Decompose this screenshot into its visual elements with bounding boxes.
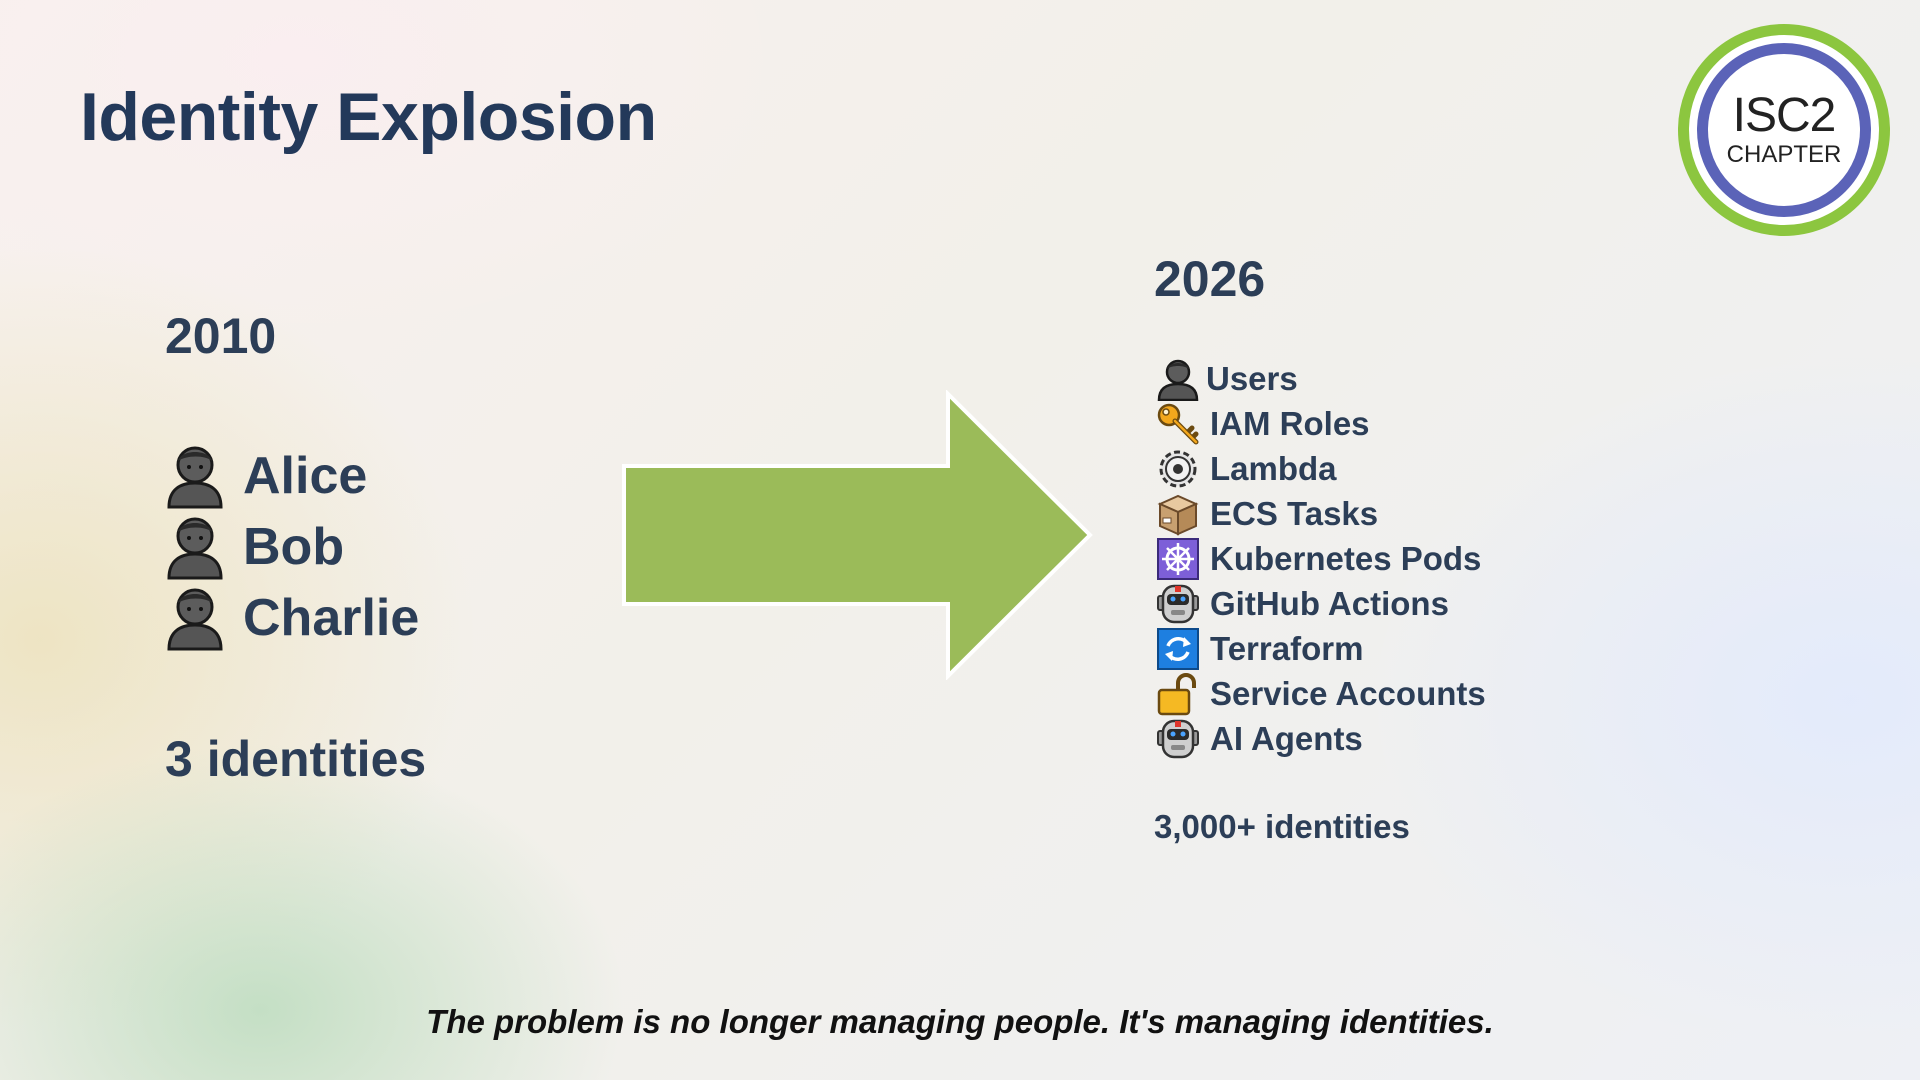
key-icon — [1157, 403, 1199, 444]
logo-top-text: ISC2 — [1732, 88, 1837, 142]
item-label-ecs-tasks: ECS Tasks — [1210, 494, 1379, 532]
person-icon — [167, 446, 223, 508]
item-label-ai-agents: AI Agents — [1210, 719, 1363, 757]
list-item: Lambda — [1156, 446, 1486, 491]
item-label-lambda: Lambda — [1210, 449, 1337, 487]
item-label-users: Users — [1206, 359, 1298, 397]
list-item: Users — [1156, 356, 1486, 401]
person-item: Bob — [165, 511, 419, 582]
isc2-chapter-logo: ISC2 CHAPTER — [1678, 24, 1890, 236]
identity-count-2026: 3,000+ identities — [1154, 808, 1410, 845]
right-arrow — [622, 390, 1093, 680]
identity-count-2010: 3 identities — [165, 731, 427, 787]
identity-type-list: Users IAM Roles Lambda ECS Tasks — [1156, 356, 1486, 761]
list-item: AI Agents — [1156, 716, 1486, 761]
refresh-icon — [1157, 627, 1199, 670]
robot-icon — [1157, 719, 1199, 758]
robot-icon — [1157, 584, 1199, 623]
person-name-charlie: Charlie — [243, 588, 420, 647]
item-label-kubernetes-pods: Kubernetes Pods — [1210, 539, 1482, 577]
logo-bottom-text: CHAPTER — [1726, 140, 1842, 168]
slide-footer-quote: The problem is no longer managing people… — [426, 1003, 1494, 1040]
package-icon — [1157, 494, 1199, 536]
logo-ring: ISC2 CHAPTER — [1697, 43, 1871, 217]
lock-icon — [1157, 672, 1196, 715]
list-item: Kubernetes Pods — [1156, 536, 1486, 581]
item-label-terraform: Terraform — [1210, 629, 1364, 667]
list-item: Service Accounts — [1156, 671, 1486, 716]
item-label-iam-roles: IAM Roles — [1210, 404, 1370, 442]
person-name-alice: Alice — [243, 446, 368, 505]
list-item: GitHub Actions — [1156, 581, 1486, 626]
item-label-service-accounts: Service Accounts — [1210, 674, 1486, 712]
person-name-bob: Bob — [243, 517, 345, 576]
list-item: Terraform — [1156, 626, 1486, 671]
list-item: IAM Roles — [1156, 401, 1486, 446]
person-icon — [1157, 359, 1199, 401]
list-item: ECS Tasks — [1156, 491, 1486, 536]
helm-wheel-icon — [1157, 537, 1199, 580]
person-icon — [167, 517, 223, 579]
gear-icon — [1159, 450, 1197, 487]
people-list: Alice Bob Charlie — [165, 440, 419, 653]
slide-title: Identity Explosion — [80, 79, 657, 155]
person-icon — [167, 588, 223, 650]
year-2026-heading: 2026 — [1154, 251, 1266, 307]
person-item: Charlie — [165, 582, 419, 653]
item-label-github-actions: GitHub Actions — [1210, 584, 1449, 622]
person-item: Alice — [165, 440, 419, 511]
year-2010-heading: 2010 — [165, 308, 277, 364]
